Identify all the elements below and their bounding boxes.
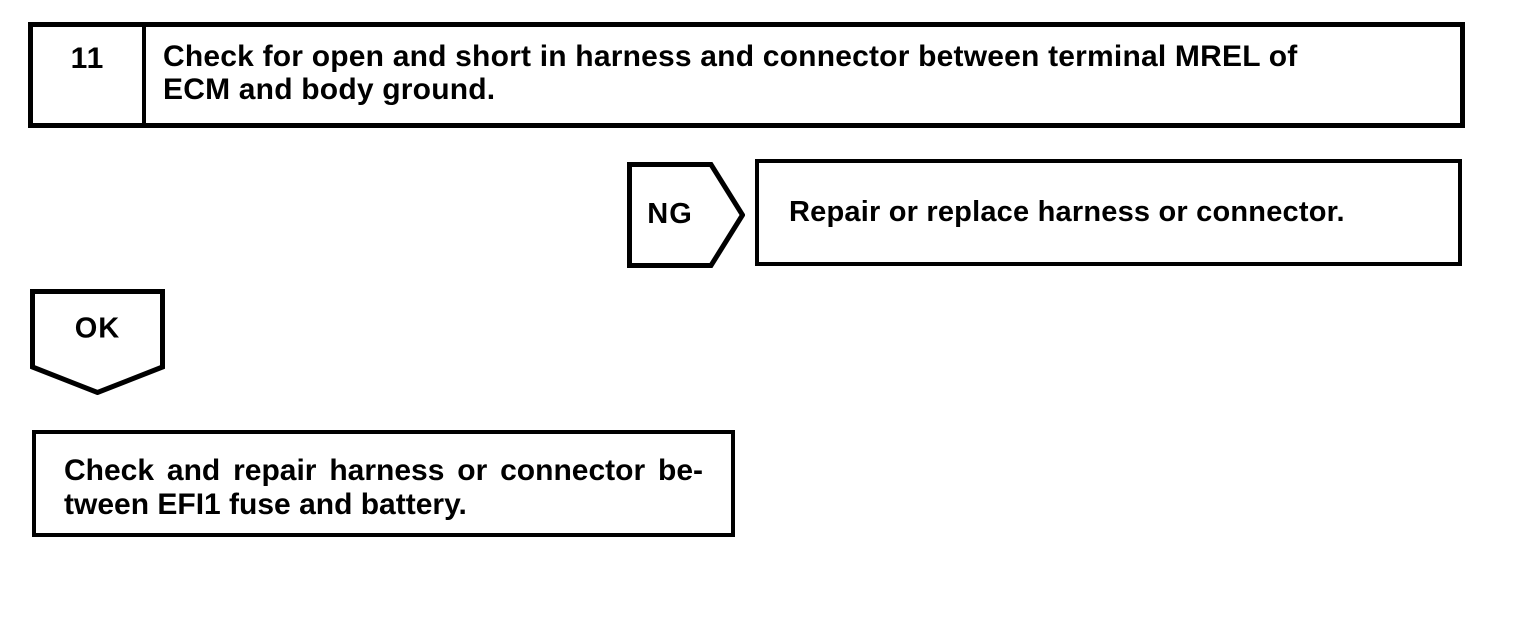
ng-label: NG	[647, 197, 693, 230]
ng-action-box: Repair or replace harness or connector.	[755, 159, 1462, 266]
step-instruction: Check for open and short in harness and …	[146, 27, 1460, 123]
ng-action-text: Repair or replace harness or connector.	[789, 196, 1345, 228]
ok-connector: OK	[30, 289, 165, 395]
step-number: 11	[33, 27, 146, 123]
ng-connector: NG	[627, 162, 745, 268]
ng-pentagon-shape	[627, 162, 745, 268]
ok-action-line-1: Check and repair harness or connector be…	[64, 454, 703, 487]
ok-action-box: Check and repair harness or connector be…	[32, 430, 735, 537]
step-box: 11 Check for open and short in harness a…	[28, 22, 1465, 128]
ok-pentagon-shape	[30, 289, 165, 395]
ok-label: OK	[74, 312, 121, 345]
step-instruction-line-2: ECM and body ground.	[163, 73, 496, 106]
step-instruction-line-1: Check for open and short in harness and …	[163, 40, 1298, 73]
ok-action-line-2: tween EFI1 fuse and battery.	[64, 488, 467, 521]
